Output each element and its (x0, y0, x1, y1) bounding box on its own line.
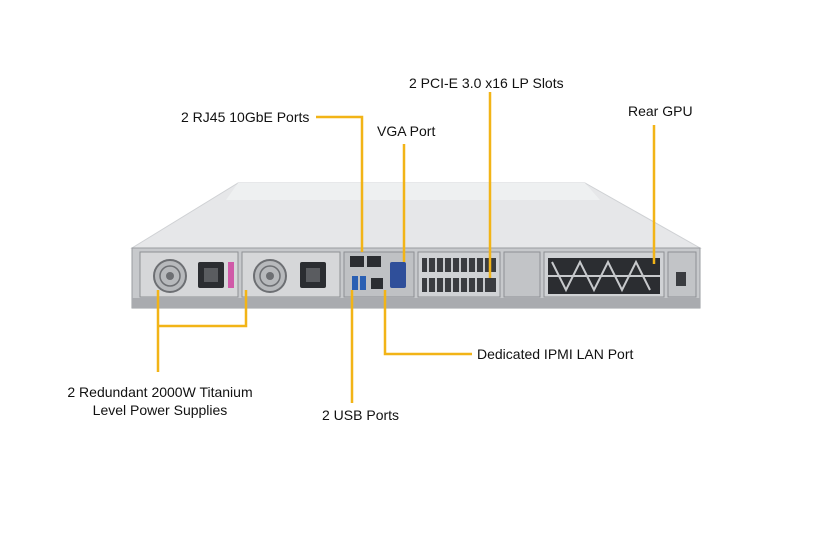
power-inlet-icon (198, 262, 224, 288)
power-inlet-icon (300, 262, 326, 288)
chassis-top-shade (226, 183, 600, 200)
chassis-divider (503, 251, 541, 298)
chassis-latch (676, 272, 686, 286)
pcie-slot-grille-icon (417, 251, 501, 298)
usb-ports-label: 2 USB Ports (322, 407, 400, 423)
io-panel (343, 251, 415, 298)
psu-bracket-line (158, 290, 248, 328)
power-supplies-label-line2: Level Power Supplies (92, 402, 228, 418)
pcie-slots-label: 2 PCI-E 3.0 x16 LP Slots (409, 75, 564, 91)
callout-lines (156, 92, 656, 403)
power-supply-fan-icon (253, 259, 287, 293)
rj45-port-icon (350, 256, 364, 267)
ipmi-callout-line (383, 290, 472, 356)
gpu-grille-icon (543, 251, 665, 298)
rj45-port-icon (367, 256, 381, 267)
power-supply-handle (228, 262, 234, 288)
vga-port-icon (390, 262, 406, 288)
usb-port-icon (360, 276, 366, 290)
vga-port-label: VGA Port (377, 123, 436, 139)
usb-port-icon (352, 276, 358, 290)
rj45-callout-line (316, 115, 364, 252)
power-supply-fan-icon (153, 259, 187, 293)
rj45-port-icon (371, 278, 383, 289)
power-supplies-label-line1: 2 Redundant 2000W Titanium (67, 384, 253, 400)
power-supply-1 (139, 251, 239, 298)
rj45-ports-label: 2 RJ45 10GbE Ports (181, 109, 310, 125)
power-supply-2 (241, 251, 341, 298)
rear-gpu-label: Rear GPU (628, 103, 693, 119)
ipmi-port-label: Dedicated IPMI LAN Port (477, 346, 634, 362)
chassis-rear-rail (132, 298, 700, 308)
